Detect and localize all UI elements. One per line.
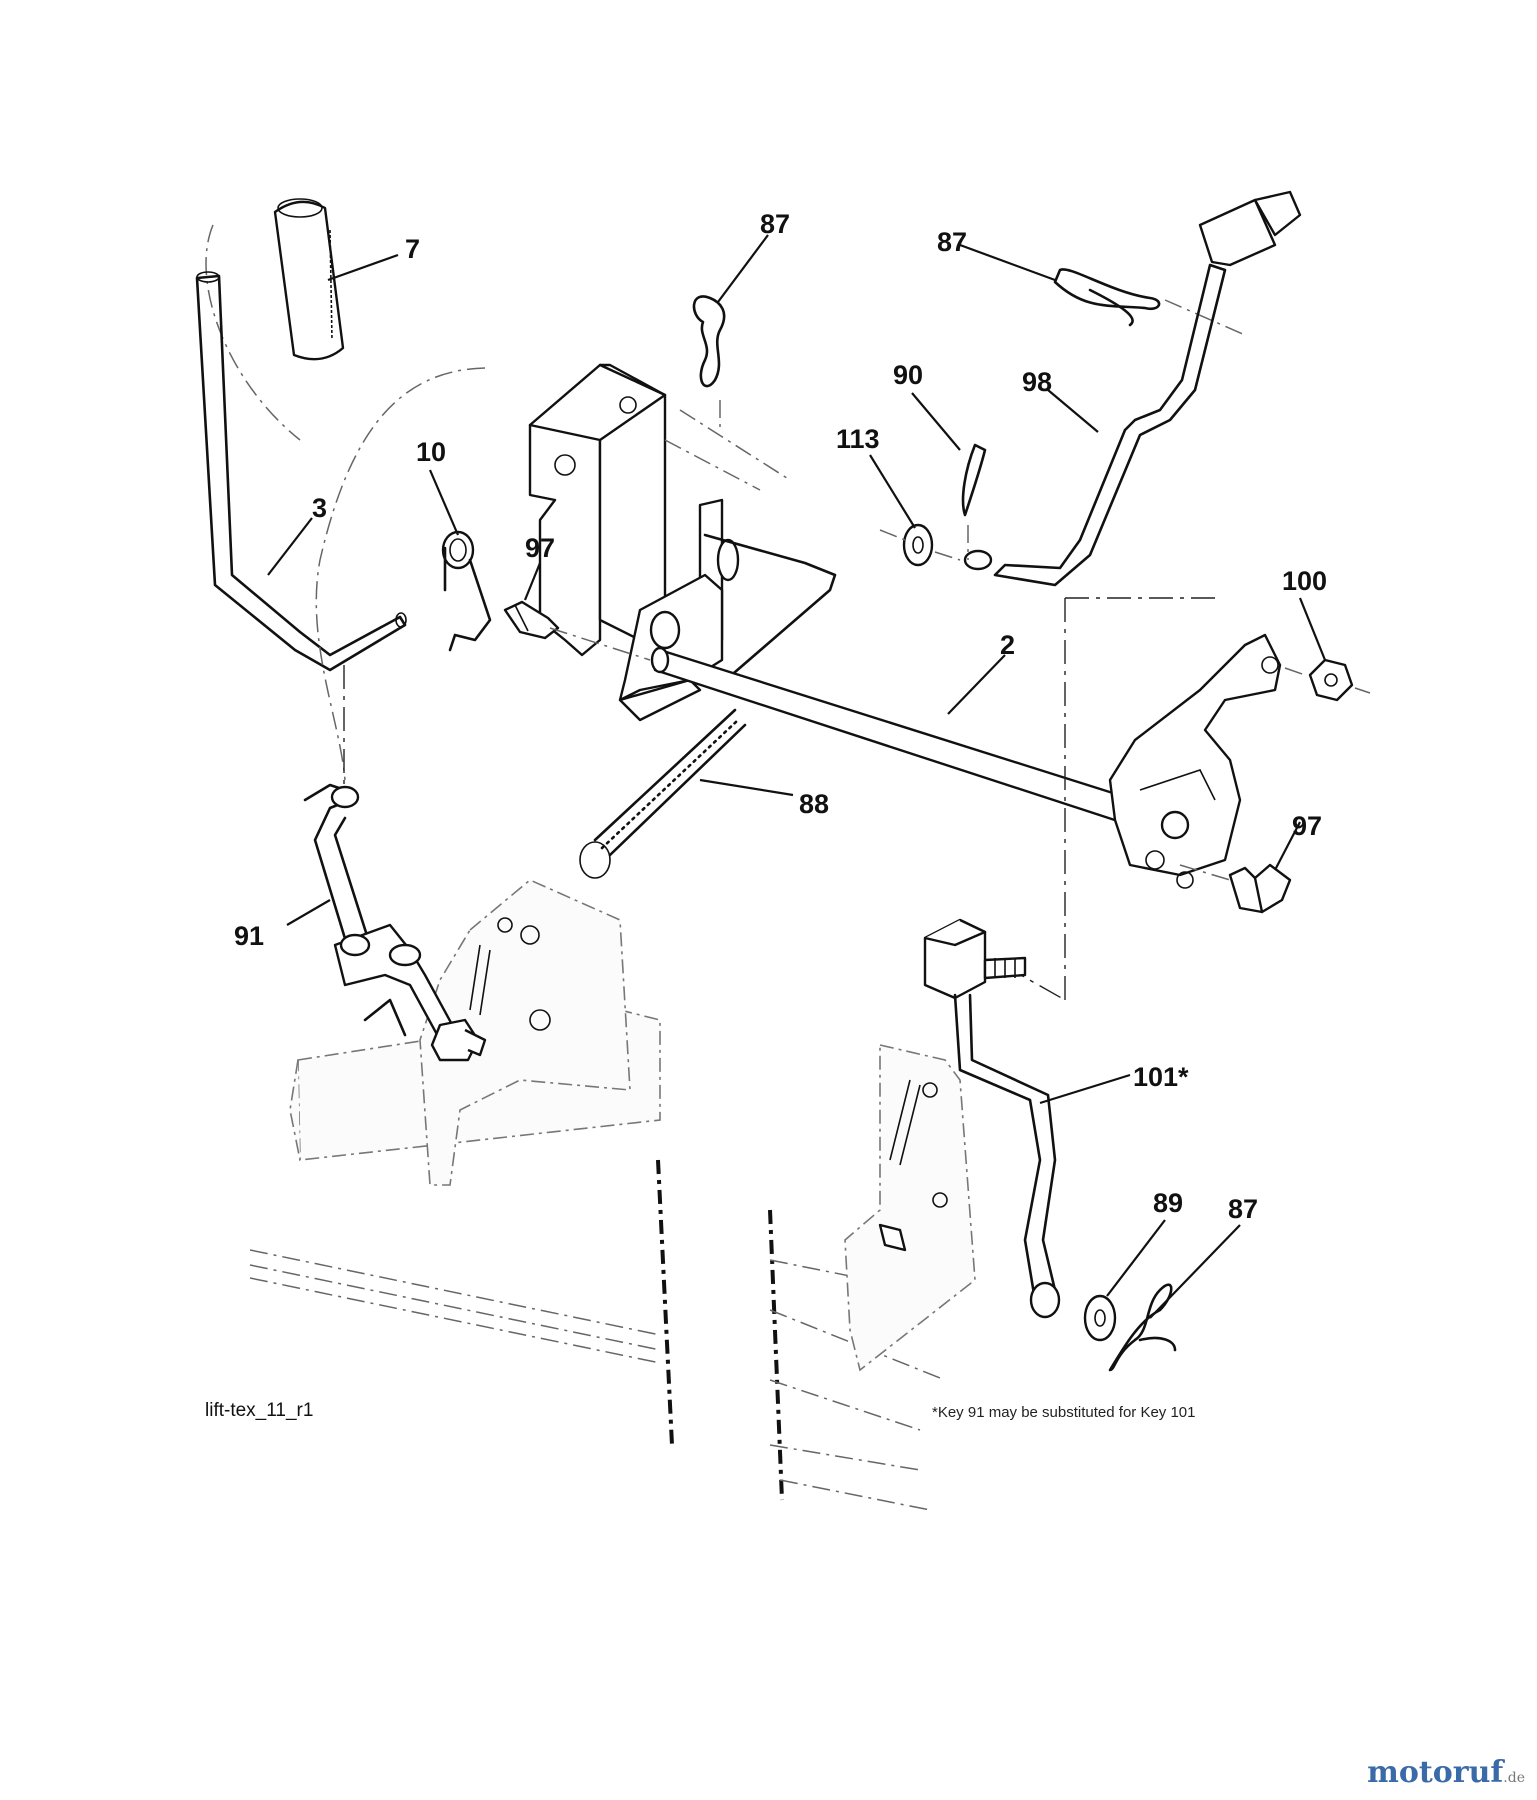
callout-87-top: 87 [760,209,790,239]
right-lift-link-part-101 [923,918,1061,1319]
washer-part-113 [879,523,961,567]
callout-7: 7 [405,234,420,264]
left-lift-link-part-91 [303,783,487,1062]
phantom-arc [315,367,486,781]
left-lift-bracket [528,363,791,657]
washer-part-89 [1083,1294,1117,1342]
callout-87-bottom: 87 [1228,1194,1258,1224]
callout-90: 90 [893,360,923,390]
link-rod-part-98 [963,190,1302,587]
hairpin-clip-part-87-bottom [1108,1283,1177,1372]
lift-handle-part-3 [195,224,407,672]
callout-88: 88 [799,789,829,819]
callout-87-upper-right: 87 [937,227,967,257]
watermark-brand: motoruf [1367,1755,1504,1790]
right-lift-arm [1108,633,1282,889]
screw-part-97-left [503,600,651,661]
callout-100: 100 [1282,566,1327,596]
callout-89: 89 [1153,1188,1183,1218]
callout-113: 113 [836,424,880,454]
cross-shaft-part-2 [650,646,1137,827]
handle-grip-part-7 [273,198,345,361]
callout-97-left: 97 [525,533,555,563]
watermark-logo: motoruf.de [1367,1755,1525,1790]
callout-2: 2 [1000,630,1015,660]
callout-leaders [267,234,1327,1319]
right-deck-bracket [844,1043,976,1372]
callout-10: 10 [416,437,446,467]
callout-3: 3 [312,493,327,523]
callout-97-right: 97 [1292,811,1322,841]
left-deck-bracket [419,879,631,1186]
hairpin-clip-part-87-top [692,295,726,430]
torsion-spring-part-10 [441,530,492,652]
hairpin-clip-part-87-upper-right [1053,268,1246,336]
drawing-id: lift-tex_11_r1 [205,1400,313,1421]
callout-91: 91 [234,921,264,951]
callout-101: 101* [1133,1062,1189,1092]
spring-link-rod [703,533,837,687]
watermark-suffix: .de [1503,1770,1525,1786]
footnote: *Key 91 may be substituted for Key 101 [932,1404,1196,1421]
extension-spring-part-88 [579,708,747,879]
callout-labels: 7 3 10 97 87 87 90 98 113 100 2 88 97 91… [234,209,1327,1224]
clip-part-90 [961,443,987,560]
nut-part-100 [1284,658,1371,702]
callout-98: 98 [1022,367,1052,397]
screw-part-97-right [1179,863,1292,914]
